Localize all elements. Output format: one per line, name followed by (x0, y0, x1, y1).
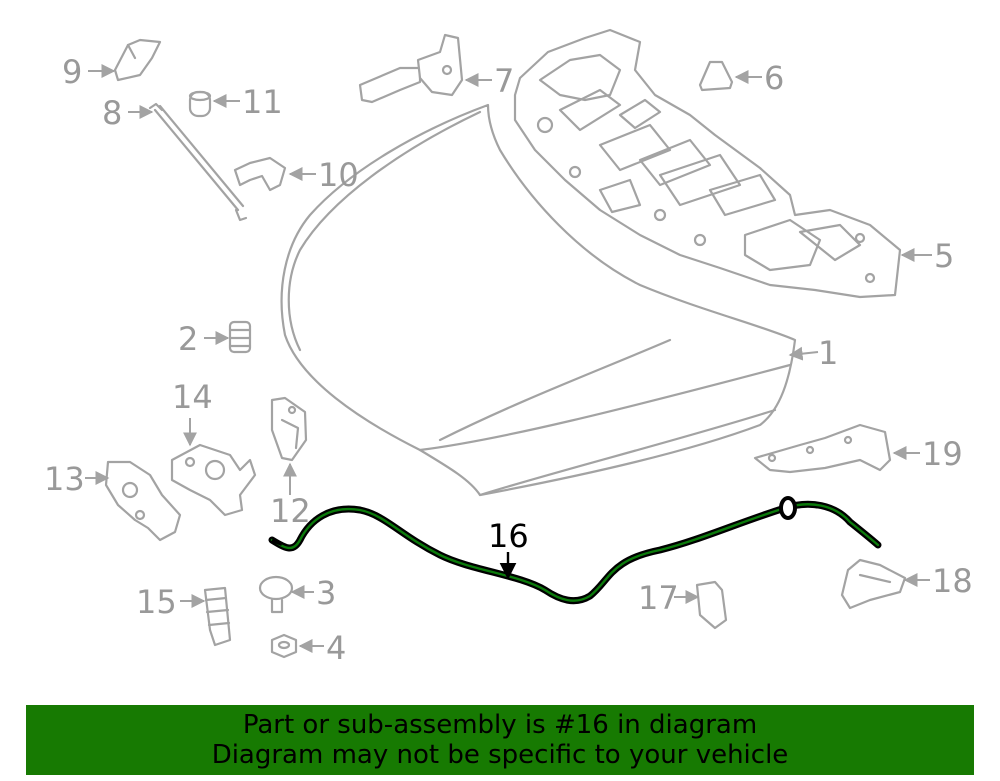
label-16: 16 (488, 517, 529, 555)
label-17: 17 (638, 579, 679, 617)
info-banner: Part or sub-assembly is #16 in diagram D… (26, 705, 974, 775)
part-13-latch (104, 460, 182, 542)
part-8-prop-rod (148, 102, 248, 222)
label-5: 5 (934, 237, 954, 275)
part-16-release-cable (268, 496, 882, 605)
part-1-hood (280, 103, 797, 497)
part-labels: 1 2 3 4 5 6 7 8 9 10 11 12 13 14 15 16 1… (44, 53, 973, 667)
label-3: 3 (316, 574, 336, 612)
part-11-bumper (188, 90, 212, 118)
part-18-release-handle (840, 558, 907, 610)
label-14: 14 (172, 378, 213, 416)
label-8: 8 (102, 94, 122, 132)
part-14-hood-lock (170, 443, 257, 517)
label-7: 7 (494, 62, 514, 100)
part-15-buffer (203, 586, 232, 647)
part-2-stopper (228, 320, 252, 354)
part-3-bolt (258, 575, 294, 614)
label-18: 18 (932, 562, 973, 600)
label-15: 15 (136, 583, 177, 621)
label-2: 2 (178, 320, 198, 358)
part-9-bracket (113, 38, 162, 82)
part-4-nut (270, 633, 298, 659)
part-7-hood-hinge (358, 33, 464, 104)
part-6-clip (698, 60, 734, 92)
label-1: 1 (818, 334, 838, 372)
arrow-1 (788, 346, 819, 361)
label-10: 10 (318, 156, 359, 194)
part-12-striker (270, 396, 308, 462)
label-4: 4 (326, 629, 346, 667)
parts-diagram: 1 2 3 4 5 6 7 8 9 10 11 12 13 14 15 16 1… (44, 28, 973, 667)
banner-line-1: Part or sub-assembly is #16 in diagram (242, 710, 758, 740)
label-6: 6 (764, 59, 784, 97)
label-11: 11 (242, 83, 283, 121)
label-13: 13 (44, 460, 85, 498)
label-9: 9 (62, 53, 82, 91)
part-10-bracket (233, 156, 287, 192)
leader-arrows (85, 64, 932, 653)
label-19: 19 (922, 435, 963, 473)
part-19-bracket (753, 423, 892, 474)
banner-line-2: Diagram may not be specific to your vehi… (211, 740, 789, 770)
part-17-clip (695, 580, 728, 630)
part-5-hood-inner-panel (513, 28, 902, 299)
label-12: 12 (270, 492, 311, 530)
